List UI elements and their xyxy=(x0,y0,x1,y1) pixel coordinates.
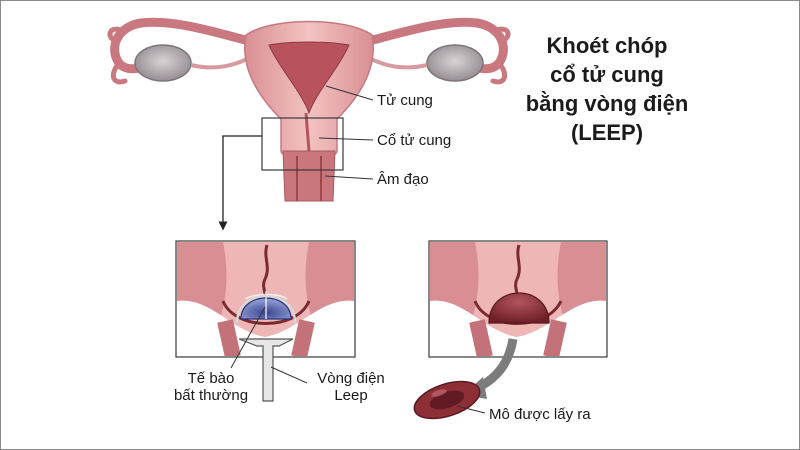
title-line-1: Khoét chóp xyxy=(497,31,717,60)
vagina-label: Âm đạo xyxy=(377,171,429,188)
right-ovary xyxy=(427,45,483,81)
tissue-removed-label: Mô được lấy ra xyxy=(489,406,591,423)
leep-loop-label: Vòng điện Leep xyxy=(301,370,401,404)
zoom-arrow xyxy=(223,136,262,226)
abnormal-cells-label-line-1: Tế bào xyxy=(151,370,271,387)
title-line-3: bằng vòng điện xyxy=(497,89,717,118)
title-line-4: (LEEP) xyxy=(497,118,717,147)
diagram-title: Khoét chóp cổ tử cung bằng vòng điện (LE… xyxy=(497,31,717,147)
leep-loop-label-line-2: Leep xyxy=(301,387,401,404)
cervix-label: Cổ tử cung xyxy=(377,132,451,149)
uterus-label: Tử cung xyxy=(377,92,433,109)
title-line-2: cổ tử cung xyxy=(497,60,717,89)
uterus-illustration xyxy=(110,22,508,227)
abnormal-cells-label-line-2: bất thường xyxy=(151,387,271,404)
result-panel xyxy=(410,241,607,426)
left-ovary xyxy=(135,45,191,81)
abnormal-cells-label: Tế bào bất thường xyxy=(151,370,271,404)
leep-loop-label-line-1: Vòng điện xyxy=(301,370,401,387)
